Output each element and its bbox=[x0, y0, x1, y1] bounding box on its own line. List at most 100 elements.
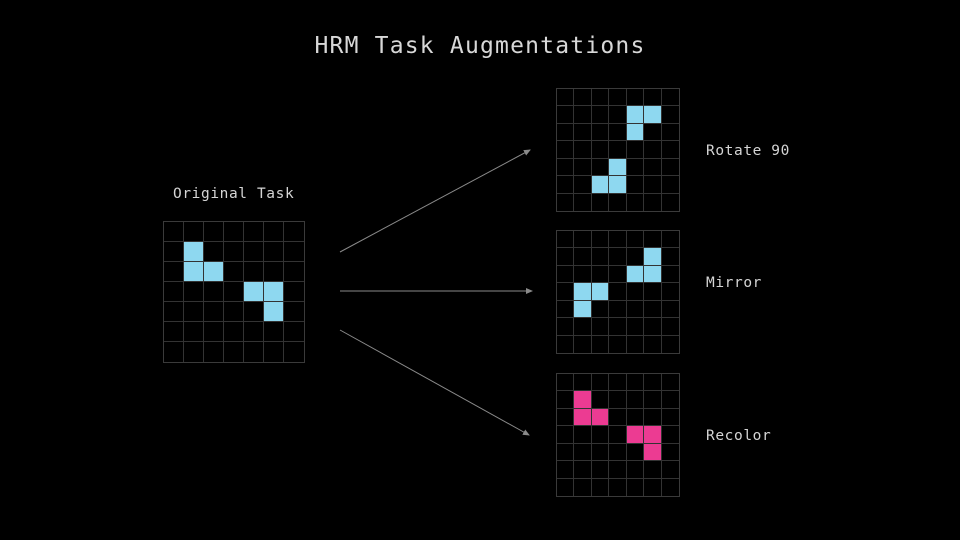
augmentation-mirror-filled-cell bbox=[644, 265, 662, 284]
original-task-empty-cell bbox=[184, 282, 204, 302]
augmentation-recolor-empty-cell bbox=[644, 374, 662, 392]
augmentation-mirror-empty-cell bbox=[661, 283, 679, 301]
augmentation-rotate-90-empty-cell bbox=[609, 106, 627, 124]
augmentation-rotate-90-empty-cell bbox=[661, 141, 679, 159]
augmentation-mirror-empty-cell bbox=[591, 300, 610, 319]
original-task-empty-cell bbox=[284, 282, 304, 302]
augmentation-recolor-empty-cell bbox=[574, 426, 592, 444]
augmentation-rotate-90-empty-cell bbox=[557, 89, 575, 107]
augmentation-mirror-empty-cell bbox=[644, 318, 662, 336]
original-task-empty-cell bbox=[184, 302, 204, 322]
augmentation-mirror-empty-cell bbox=[591, 231, 610, 249]
augmentation-rotate-90-empty-cell bbox=[574, 106, 592, 124]
augmentation-rotate-90-empty-cell bbox=[661, 106, 679, 124]
augmentation-rotate-90-empty-cell bbox=[591, 141, 610, 159]
augmentation-rotate-90-empty-cell bbox=[644, 158, 662, 177]
augmentation-recolor-empty-cell bbox=[609, 478, 627, 496]
augmentation-mirror-empty-cell bbox=[557, 265, 575, 284]
augmentation-mirror-empty-cell bbox=[591, 265, 610, 284]
augmentation-mirror-filled-cell bbox=[591, 283, 610, 301]
augmentation-mirror-empty-cell bbox=[644, 231, 662, 249]
augmentation-recolor-empty-cell bbox=[661, 443, 679, 462]
augmentation-recolor-empty-cell bbox=[574, 478, 592, 496]
augmentation-rotate-90-empty-cell bbox=[574, 158, 592, 177]
augmentation-mirror-filled-cell bbox=[574, 300, 592, 319]
augmentation-recolor-empty-cell bbox=[609, 461, 627, 479]
original-task-empty-cell bbox=[224, 242, 244, 262]
augmentation-mirror-empty-cell bbox=[574, 335, 592, 353]
augmentation-mirror-empty-cell bbox=[661, 248, 679, 266]
augmentation-rotate-90-empty-cell bbox=[609, 141, 627, 159]
augmentation-recolor-empty-cell bbox=[661, 374, 679, 392]
original-task-empty-cell bbox=[284, 222, 304, 242]
augmentation-grid-recolor bbox=[556, 373, 680, 497]
original-task-empty-cell bbox=[164, 302, 184, 322]
original-task-empty-cell bbox=[164, 322, 184, 342]
augmentation-mirror-empty-cell bbox=[574, 248, 592, 266]
augmentation-rotate-90-filled-cell bbox=[644, 106, 662, 124]
augmentation-rotate-90-empty-cell bbox=[644, 176, 662, 194]
augmentation-mirror-empty-cell bbox=[609, 335, 627, 353]
original-task-empty-cell bbox=[264, 242, 284, 262]
augmentation-recolor-empty-cell bbox=[626, 443, 645, 462]
augmentation-label-rotate-90: Rotate 90 bbox=[706, 143, 790, 159]
augmentation-recolor-empty-cell bbox=[626, 391, 645, 409]
augmentation-recolor-filled-cell bbox=[574, 408, 592, 427]
augmentation-rotate-90-empty-cell bbox=[591, 123, 610, 142]
augmentation-label-recolor: Recolor bbox=[706, 428, 772, 444]
original-task-empty-cell bbox=[164, 342, 184, 362]
augmentation-mirror-empty-cell bbox=[626, 283, 645, 301]
original-task-empty-cell bbox=[204, 282, 224, 302]
augmentation-rotate-90-filled-cell bbox=[609, 158, 627, 177]
augmentation-recolor-empty-cell bbox=[557, 391, 575, 409]
augmentation-recolor-empty-cell bbox=[591, 391, 610, 409]
augmentation-recolor-empty-cell bbox=[661, 426, 679, 444]
original-task-empty-cell bbox=[164, 222, 184, 242]
augmentation-mirror-empty-cell bbox=[626, 318, 645, 336]
augmentation-recolor-empty-cell bbox=[626, 461, 645, 479]
augmentation-mirror-empty-cell bbox=[661, 231, 679, 249]
augmentation-rotate-90-empty-cell bbox=[609, 123, 627, 142]
augmentation-recolor-empty-cell bbox=[591, 478, 610, 496]
augmentation-recolor-empty-cell bbox=[644, 478, 662, 496]
augmentation-rotate-90-filled-cell bbox=[609, 176, 627, 194]
augmentation-recolor-empty-cell bbox=[574, 374, 592, 392]
original-task-grid bbox=[163, 221, 305, 363]
original-task-empty-cell bbox=[244, 222, 264, 242]
augmentation-recolor-filled-cell bbox=[644, 426, 662, 444]
original-task-filled-cell bbox=[204, 262, 224, 282]
original-task-empty-cell bbox=[204, 322, 224, 342]
augmentation-rotate-90-empty-cell bbox=[661, 89, 679, 107]
augmentation-mirror-empty-cell bbox=[644, 300, 662, 319]
augmentation-rotate-90-empty-cell bbox=[574, 89, 592, 107]
augmentation-rotate-90-empty-cell bbox=[574, 141, 592, 159]
original-task-empty-cell bbox=[164, 242, 184, 262]
original-task-empty-cell bbox=[284, 262, 304, 282]
augmentation-rotate-90-empty-cell bbox=[644, 193, 662, 211]
augmentation-recolor-empty-cell bbox=[626, 374, 645, 392]
augmentation-rotate-90-empty-cell bbox=[557, 193, 575, 211]
original-task-empty-cell bbox=[224, 262, 244, 282]
augmentation-recolor-empty-cell bbox=[661, 461, 679, 479]
augmentation-rotate-90-empty-cell bbox=[574, 123, 592, 142]
original-task-empty-cell bbox=[184, 342, 204, 362]
augmentation-mirror-empty-cell bbox=[626, 335, 645, 353]
augmentation-rotate-90-empty-cell bbox=[557, 176, 575, 194]
augmentation-recolor-empty-cell bbox=[591, 374, 610, 392]
augmentation-mirror-filled-cell bbox=[626, 265, 645, 284]
augmentation-label-mirror: Mirror bbox=[706, 275, 762, 291]
augmentation-recolor-empty-cell bbox=[644, 461, 662, 479]
original-task-empty-cell bbox=[224, 222, 244, 242]
original-task-empty-cell bbox=[204, 342, 224, 362]
augmentation-mirror-empty-cell bbox=[661, 335, 679, 353]
augmentation-rotate-90-empty-cell bbox=[574, 193, 592, 211]
augmentation-mirror-empty-cell bbox=[609, 265, 627, 284]
page-title: HRM Task Augmentations bbox=[314, 33, 646, 59]
augmentation-mirror-empty-cell bbox=[609, 283, 627, 301]
original-task-filled-cell bbox=[184, 262, 204, 282]
original-task-filled-cell bbox=[184, 242, 204, 262]
augmentation-rotate-90-empty-cell bbox=[626, 89, 645, 107]
augmentation-rotate-90-empty-cell bbox=[591, 158, 610, 177]
augmentation-mirror-filled-cell bbox=[644, 248, 662, 266]
